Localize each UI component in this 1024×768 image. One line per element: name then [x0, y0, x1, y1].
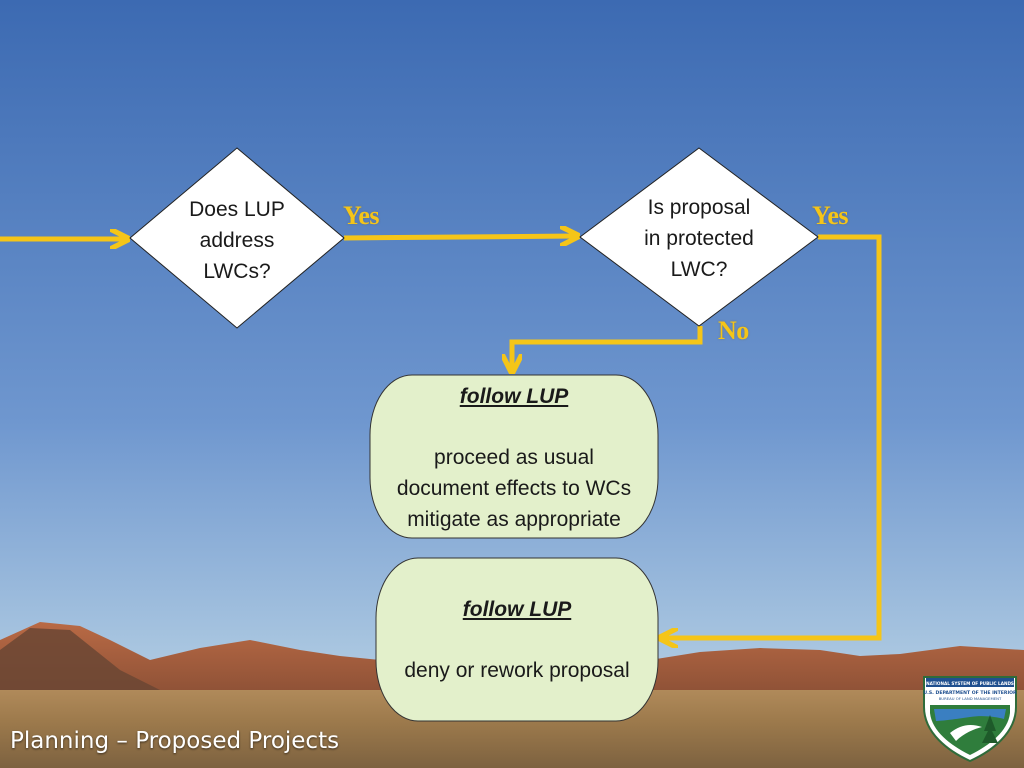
terminal-proceed-heading: follow LUP — [459, 385, 569, 408]
logo-line3: BUREAU OF LAND MANAGEMENT — [939, 696, 1002, 701]
logo-line1: NATIONAL SYSTEM OF PUBLIC LANDS — [926, 681, 1014, 686]
blm-shield-logo-icon: NATIONAL SYSTEM OF PUBLIC LANDS U.S. DEP… — [923, 676, 1017, 763]
spacer — [376, 625, 658, 655]
terminal-deny-shape — [375, 557, 659, 722]
decision-protected-shape — [579, 147, 819, 327]
terminal-deny-line: deny or rework proposal — [404, 659, 630, 682]
edge-label-yes-1: Yes — [343, 201, 380, 230]
terminal-proceed-line: proceed as usual — [434, 446, 594, 469]
terminal-proceed-text: follow LUP proceed as usual document eff… — [370, 381, 658, 535]
decision-protected-line: Is proposal — [647, 196, 751, 219]
yes-arrow-1 — [343, 236, 576, 238]
terminal-deny-heading: follow LUP — [462, 598, 572, 621]
decision-lup-line: address — [199, 229, 275, 252]
terminal-deny-text: follow LUP deny or rework proposal — [376, 594, 658, 686]
decision-protected-text: Is proposal in protected LWC? — [624, 192, 774, 285]
decision-lup-line: LWCs? — [203, 260, 271, 283]
yes-arrow-2 — [662, 234, 882, 638]
decision-protected-line: in protected — [644, 227, 754, 250]
decision-protected-line: LWC? — [670, 258, 728, 281]
left-butte — [0, 628, 160, 700]
logo-line2: U.S. DEPARTMENT OF THE INTERIOR — [923, 690, 1017, 696]
no-arrow — [512, 326, 703, 370]
footer-title: Planning – Proposed Projects — [10, 728, 340, 754]
decision-lup-shape — [129, 147, 345, 329]
connectors — [0, 234, 882, 638]
edge-label-yes-2: Yes — [812, 201, 849, 230]
mesa-ridge — [0, 622, 1024, 700]
terminal-proceed-line: document effects to WCs — [396, 477, 632, 500]
edge-label-no: No — [718, 316, 749, 345]
spacer — [370, 412, 658, 442]
decision-lup-text: Does LUP address LWCs? — [167, 194, 307, 287]
decision-lup-line: Does LUP — [189, 198, 285, 221]
terminal-proceed-shape — [369, 374, 659, 539]
terminal-proceed-line: mitigate as appropriate — [407, 508, 621, 531]
